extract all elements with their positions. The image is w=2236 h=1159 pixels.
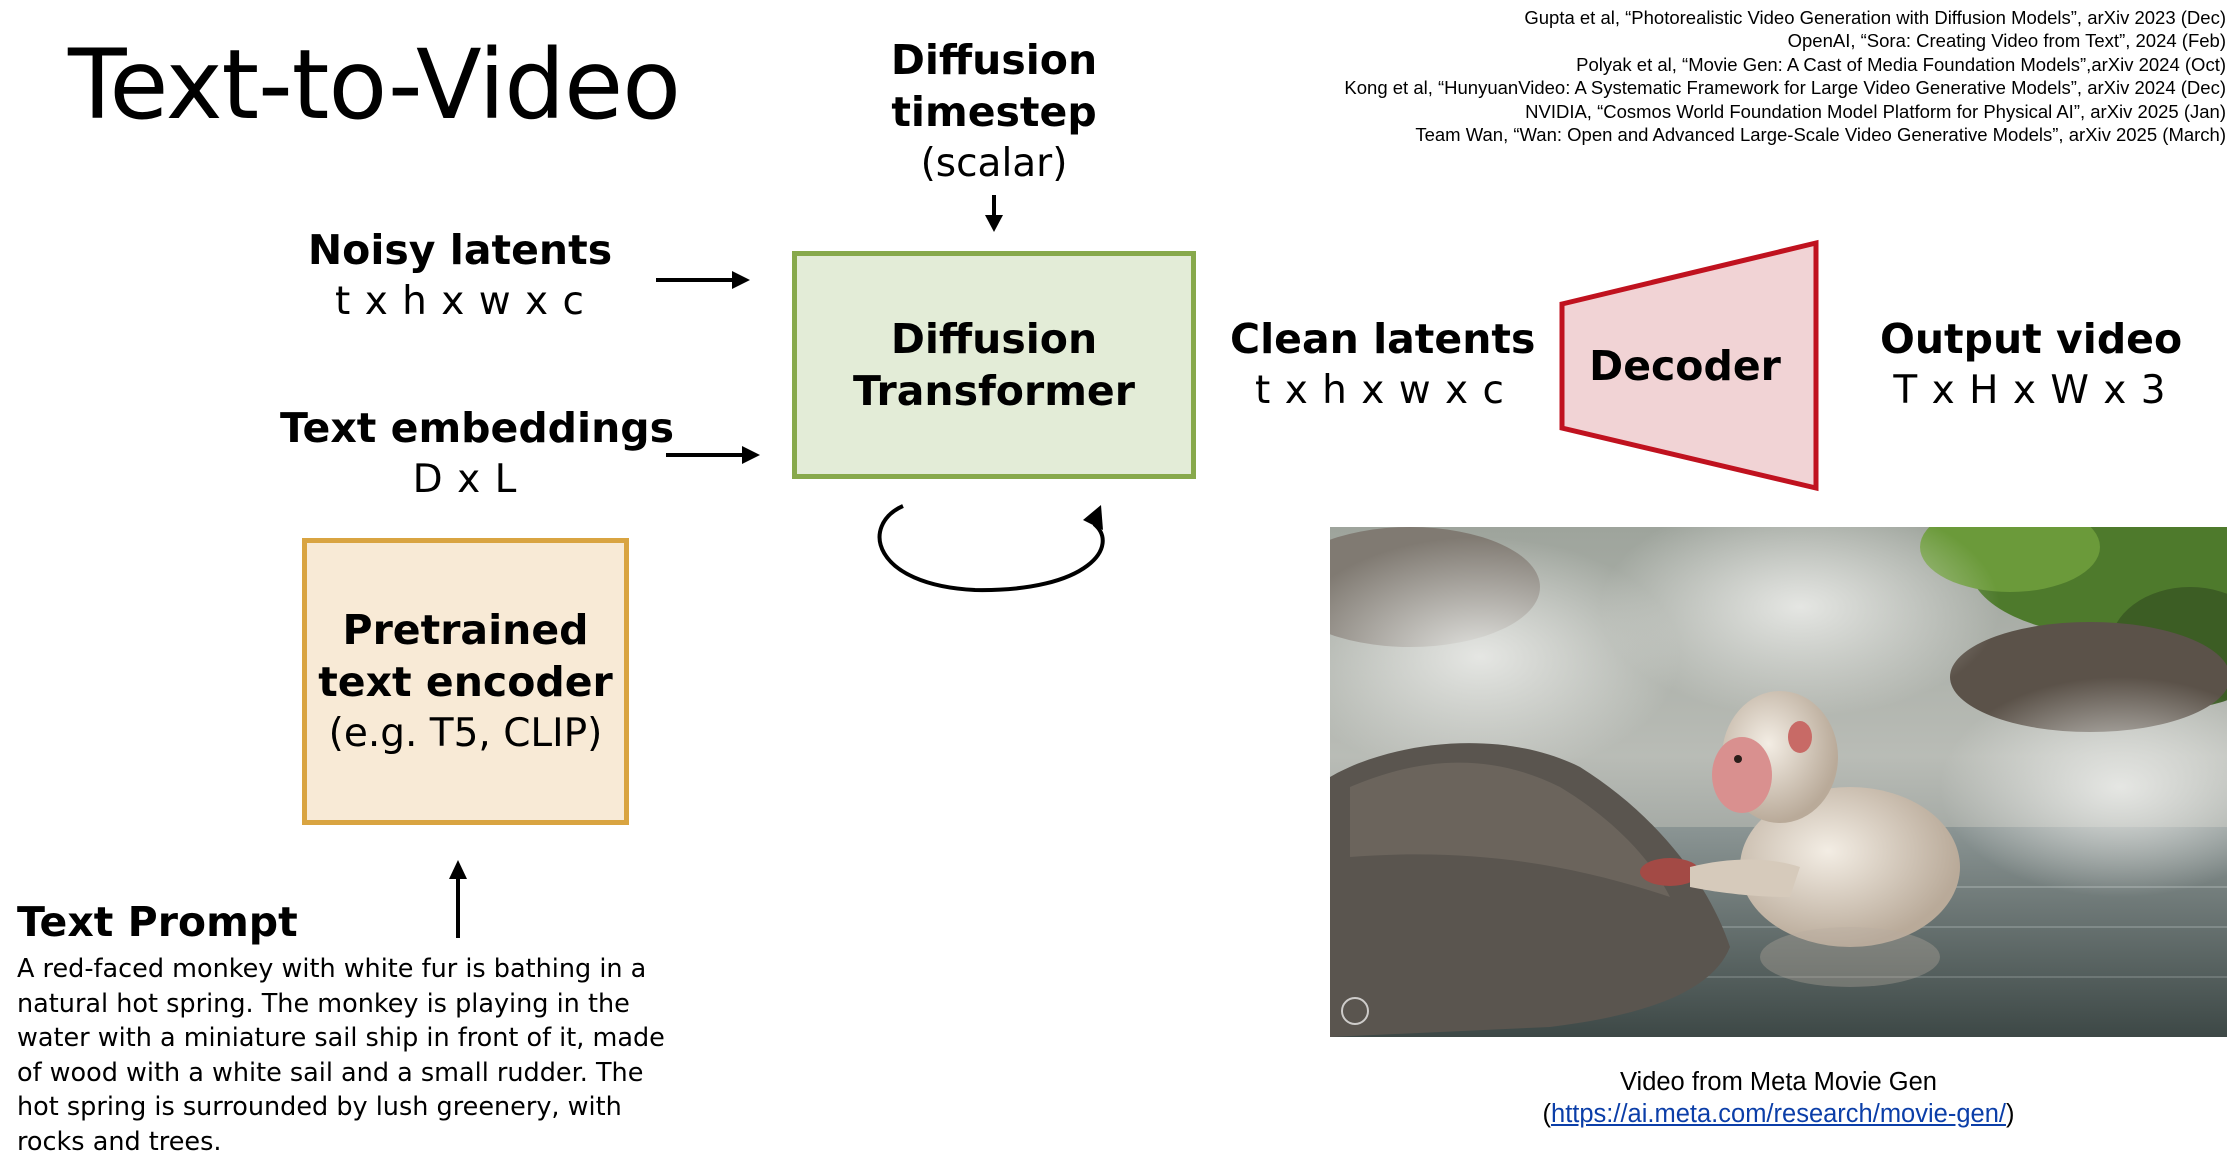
noisy-latents-title: Noisy latents <box>307 226 613 274</box>
noisy-latents-label: Noisy latents t x h x w x c <box>300 224 620 328</box>
timestep-line1: Diffusion <box>890 36 1098 84</box>
clean-latents-shape: t x h x w x c <box>1255 368 1505 413</box>
noisy-latents-shape: t x h x w x c <box>335 279 585 324</box>
clean-latents-title: Clean latents <box>1230 315 1536 363</box>
timestep-arrow <box>985 195 1003 232</box>
page-title: Text-to-Video <box>68 29 681 141</box>
diffusion-transformer-line1: Diffusion <box>890 315 1098 363</box>
text-embeddings-title: Text embeddings <box>280 404 675 452</box>
noisy-latents-arrow <box>656 271 750 289</box>
clean-latents-label: Clean latents t x h x w x c <box>1230 313 1536 417</box>
caption-open-paren: ( <box>1542 1100 1552 1128</box>
diffusion-transformer-box: Diffusion Transformer <box>792 251 1196 479</box>
caption-close-paren: ) <box>2005 1100 2015 1128</box>
reference-item: Polyak et al, “Movie Gen: A Cast of Medi… <box>1576 53 2226 75</box>
timestep-label: Diffusion timestep (scalar) <box>842 34 1146 190</box>
reference-item: Gupta et al, “Photorealistic Video Gener… <box>1524 7 2226 28</box>
prompt-text: A red-faced monkey with white fur is bat… <box>17 954 665 1157</box>
movie-gen-link[interactable]: https://ai.meta.com/research/movie-gen/ <box>1551 1100 2006 1128</box>
text-encoder-line3: (e.g. T5, CLIP) <box>328 710 603 756</box>
prompt-title: Text Prompt <box>17 898 298 946</box>
output-video-title: Output video <box>1880 315 2183 363</box>
decoder-label: Decoder <box>1589 342 1781 390</box>
diagram-connectors <box>449 195 1819 938</box>
caption-link-line: (https://ai.meta.com/research/movie-gen/… <box>1330 1098 2227 1130</box>
text-encoder-line1: Pretrained <box>342 605 589 654</box>
video-frame <box>1330 527 2227 1037</box>
output-video-shape: T x H x W x 3 <box>1893 368 2167 413</box>
text-encoder-line2: text encoder <box>318 657 613 706</box>
reference-item: Kong et al, “HunyuanVideo: A Systematic … <box>1344 77 2226 99</box>
loop-arrow <box>877 504 1105 593</box>
output-video-label: Output video T x H x W x 3 <box>1880 313 2183 417</box>
reference-item: NVIDIA, “Cosmos World Foundation Model P… <box>1525 100 2226 122</box>
prompt-arrow <box>449 860 467 938</box>
diffusion-transformer-line2: Transformer <box>853 367 1135 415</box>
monkey-hot-spring-image <box>1330 527 2227 1037</box>
video-caption: Video from Meta Movie Gen (https://ai.me… <box>1330 1066 2227 1130</box>
text-embeddings-shape: D x L <box>412 457 518 502</box>
reference-item: Team Wan, “Wan: Open and Advanced Large-… <box>1415 124 2226 146</box>
reference-item: OpenAI, “Sora: Creating Video from Text”… <box>1787 30 2226 52</box>
caption-line: Video from Meta Movie Gen <box>1619 1068 1937 1096</box>
reference-list: Gupta et al, “Photorealistic Video Gener… <box>1226 6 2226 146</box>
decoder-shape <box>1559 239 1819 492</box>
timestep-line3: (scalar) <box>920 141 1068 186</box>
timestep-line2: timestep <box>891 88 1097 136</box>
text-encoder-box: Pretrained text encoder (e.g. T5, CLIP) <box>302 538 629 825</box>
text-embeddings-label: Text embeddings D x L <box>280 402 675 506</box>
text-embeddings-arrow <box>666 446 760 464</box>
